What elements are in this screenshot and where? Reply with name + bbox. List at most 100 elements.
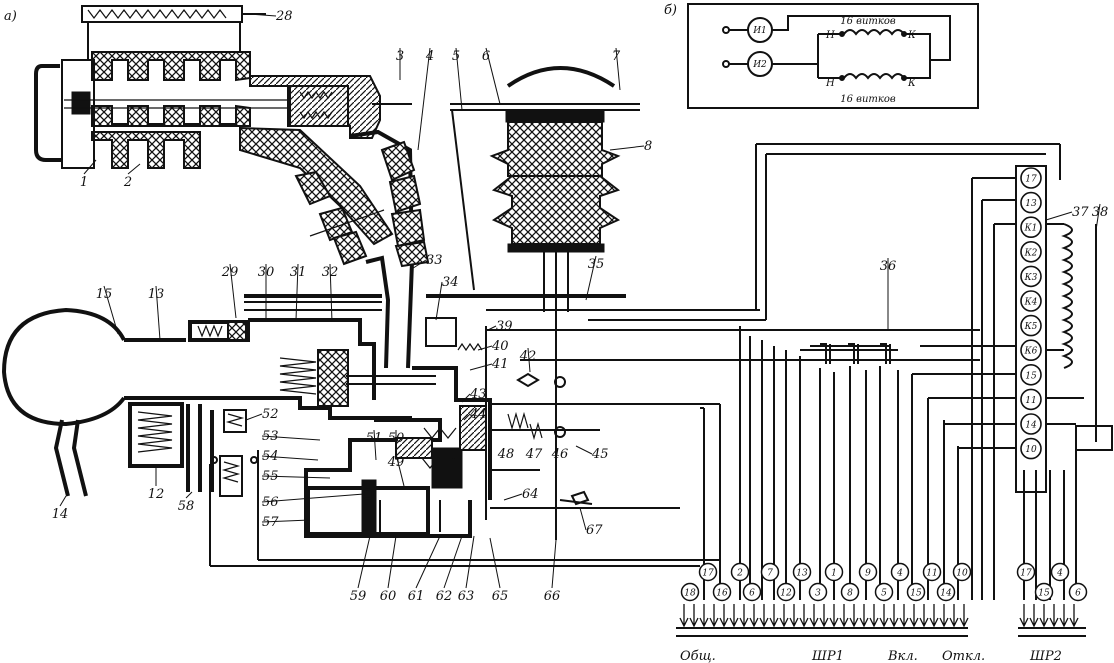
part-number-7: 7 — [612, 49, 621, 64]
part-number-30: 30 — [258, 265, 275, 280]
part-number-32: 32 — [322, 265, 339, 280]
callout-leader-67 — [579, 507, 587, 531]
callout-leader-59 — [357, 535, 371, 589]
part-number-14: 14 — [52, 507, 69, 522]
shr1-arrow-19 — [869, 604, 879, 628]
shr2-pin-arrows — [1019, 604, 1079, 628]
callout-leader-45 — [575, 445, 593, 455]
shr2-bottom-pin-15-label: 15 — [1038, 589, 1050, 599]
part-number-13: 13 — [148, 287, 165, 302]
part-number-28: 28 — [275, 9, 293, 24]
label-common: Общ. — [680, 649, 716, 663]
shr2-arrow-3 — [1049, 604, 1059, 628]
label-on: Вкл. — [887, 649, 918, 663]
part-number-39: 39 — [496, 319, 513, 334]
panel-b-label: б) — [664, 3, 677, 18]
shr1-bottom-pin-3-circle — [808, 582, 828, 602]
part-number-31: 31 — [290, 265, 307, 280]
part-number-2: 2 — [123, 175, 132, 190]
part-number-12: 12 — [148, 487, 165, 502]
terminal-15-circle — [1020, 363, 1042, 386]
callout-leader-8 — [609, 145, 645, 151]
part-number-55: 55 — [262, 469, 279, 484]
coil-bottom-end-mark: К — [907, 78, 916, 89]
part-number-5: 5 — [452, 49, 460, 64]
inset-terminal-1: И1 — [752, 26, 767, 36]
label-off: Откл. — [942, 649, 985, 663]
shr1-arrow-0 — [679, 604, 689, 628]
shr1-arrow-16 — [839, 604, 849, 628]
shr2-arrow-1 — [1029, 604, 1039, 628]
terminal-К3-circle — [1020, 265, 1042, 288]
shr1-arrow-24 — [919, 604, 929, 628]
shr1-top-pin-10-label: 10 — [956, 569, 968, 579]
callout-leader-13 — [155, 285, 161, 341]
callout-leader-61 — [415, 535, 441, 589]
callout-leader-14 — [59, 495, 67, 507]
shr1-bottom-pin-14-label: 14 — [940, 589, 952, 599]
shr1-top-pin-17-label: 17 — [702, 569, 714, 579]
shr1-top-pin-11-label: 11 — [926, 569, 937, 579]
callout-leader-40 — [477, 345, 493, 351]
terminal-К5-label: К5 — [1024, 322, 1038, 332]
shr2-arrow-4 — [1059, 604, 1069, 628]
callout-leader-35 — [585, 255, 597, 301]
part-number-50: 50 — [388, 431, 405, 446]
callout-leader-1 — [83, 159, 97, 175]
shr2-bottom-pin-6-circle — [1068, 582, 1088, 602]
callout-leader-2 — [127, 163, 141, 175]
part-number-8: 8 — [644, 139, 652, 154]
terminal-11-circle — [1020, 388, 1042, 411]
callout-leader-39 — [487, 325, 497, 331]
part-number-62: 62 — [436, 589, 453, 604]
part-number-59: 59 — [350, 589, 367, 604]
callout-leader-66 — [551, 539, 557, 589]
shr1-top-pin-7-label: 7 — [767, 569, 773, 579]
terminal-13-label: 13 — [1025, 199, 1037, 209]
callout-leader-56 — [261, 493, 365, 503]
shr1-arrow-12 — [799, 604, 809, 628]
shr1-arrow-21 — [889, 604, 899, 628]
callout-leader-42 — [527, 347, 531, 373]
shr1-bottom-pin-16-circle — [712, 582, 732, 602]
part-number-60: 60 — [380, 589, 397, 604]
part-number-63: 63 — [458, 589, 475, 604]
shr2-bottom-pin-15-circle — [1034, 582, 1054, 602]
callout-leader-54 — [261, 455, 319, 461]
shr2-arrow-5 — [1069, 604, 1079, 628]
part-number-15: 15 — [96, 287, 113, 302]
shr1-arrow-13 — [809, 604, 819, 628]
terminal-К2-circle — [1020, 241, 1042, 263]
terminal-10-circle — [1020, 437, 1042, 460]
shr1-pin-arrows — [679, 604, 969, 628]
part-number-53: 53 — [262, 429, 279, 444]
shr2-arrow-0 — [1019, 604, 1029, 628]
part-number-29: 29 — [221, 265, 239, 280]
shr1-arrow-10 — [779, 604, 789, 628]
shr1-bottom-pin-14-circle — [936, 582, 956, 602]
part-number-4: 4 — [425, 49, 434, 64]
terminal-14-circle — [1020, 413, 1042, 435]
shr1-top-pin-2-label: 2 — [736, 569, 743, 579]
shr1-arrow-7 — [749, 604, 759, 628]
terminal-К4-label: К4 — [1024, 298, 1038, 308]
callout-leader-55 — [261, 475, 331, 479]
part-number-44: 44 — [469, 407, 487, 422]
shr1-top-pin-11-circle — [922, 562, 942, 582]
shr1-bottom-pin-5-circle — [874, 582, 894, 602]
shr2-top-pin-17-label: 17 — [1020, 569, 1032, 579]
shr1-arrow-15 — [829, 604, 839, 628]
callout-leader-29 — [229, 263, 237, 319]
part-number-42: 42 — [519, 349, 537, 364]
shr1-arrow-14 — [819, 604, 829, 628]
coil-top-start-mark: Н — [825, 30, 835, 41]
shr1-top-pin-13-label: 13 — [796, 569, 808, 579]
callout-leader-41 — [469, 363, 493, 371]
part-number-54: 54 — [262, 449, 279, 464]
